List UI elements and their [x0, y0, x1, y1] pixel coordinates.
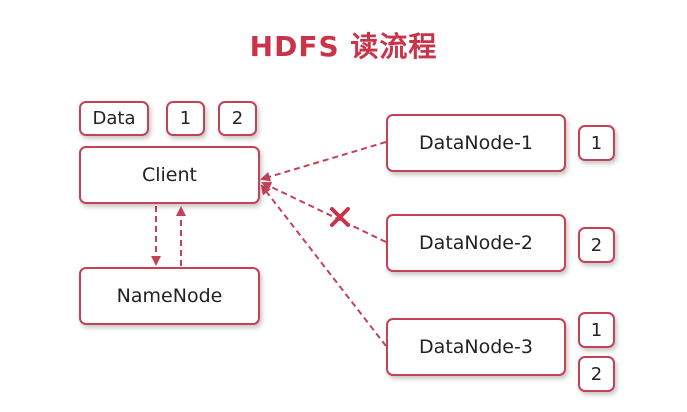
- datanode-1-block-1: 1: [578, 125, 615, 161]
- datanode-2-block-2: 2: [578, 227, 615, 263]
- datanode-2-to-client-arrow: [261, 181, 387, 243]
- client-node[interactable]: Client: [79, 146, 260, 204]
- datanode-1-to-client-arrow: [260, 141, 387, 182]
- diagram-title: HDFS 读流程: [249, 30, 438, 63]
- datanode-3-node[interactable]: DataNode-3: [386, 318, 566, 376]
- datanode-3-to-client-arrow: [260, 184, 387, 347]
- datanode-2-node[interactable]: DataNode-2: [386, 214, 566, 272]
- failure-x-icon: [330, 207, 350, 227]
- client-block-2: 2: [218, 101, 257, 136]
- namenode-node[interactable]: NameNode: [79, 267, 260, 325]
- client-data-label: Data: [79, 101, 149, 136]
- datanode-3-block-1: 1: [578, 312, 615, 348]
- client-block-1: 1: [166, 101, 205, 136]
- datanode-1-node[interactable]: DataNode-1: [386, 114, 566, 172]
- datanode-3-block-2: 2: [578, 356, 615, 392]
